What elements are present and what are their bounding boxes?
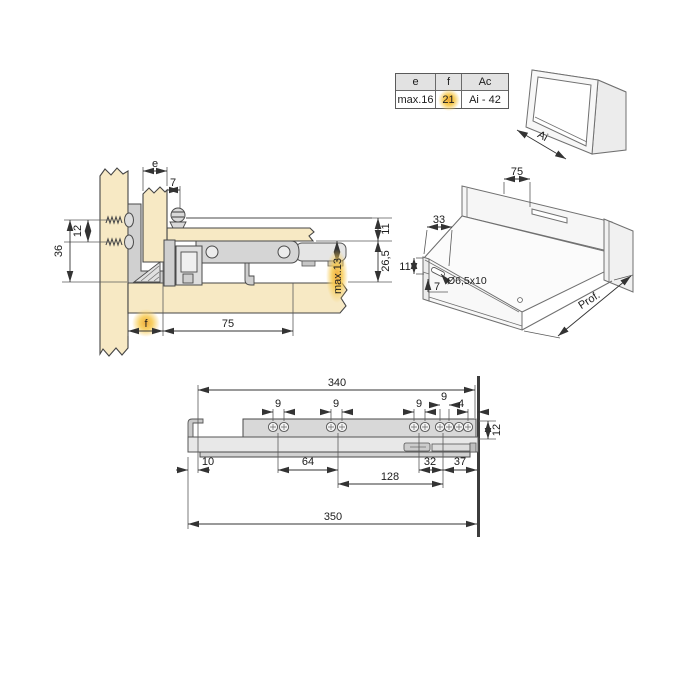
cross-section-drawing: e 7 12 36 11 26,5 max.13 xyxy=(53,158,392,357)
dim-label-slot: Ø6,5x10 xyxy=(447,275,487,287)
dim-label-128: 128 xyxy=(381,471,399,483)
cube-width-dimension-line xyxy=(516,129,567,160)
dim-label-64: 64 xyxy=(302,456,314,468)
spec-value-ac: Ai - 42 xyxy=(469,93,501,106)
dim-label-37: 37 xyxy=(454,456,466,468)
wedge-hatch-line xyxy=(140,265,160,282)
dim-label-32: 32 xyxy=(424,456,436,468)
dim-label-7-offset: 7 xyxy=(170,177,176,189)
dim-label-9: 9 xyxy=(333,398,339,410)
dim-label-26-5: 26,5 xyxy=(380,250,392,271)
adjustment-screw-base xyxy=(169,221,187,229)
slide-side-view-drawing: 9 9 9 9 4 340 12 10 xyxy=(176,376,503,537)
cube-opening xyxy=(532,76,592,147)
cabinet-side-panel xyxy=(99,167,129,357)
dim-label-max13: max.13 xyxy=(332,258,344,294)
screw-thread xyxy=(105,237,123,247)
mounting-holes xyxy=(267,421,474,433)
spec-value-f: 21 xyxy=(436,88,462,111)
dim-label-f: f xyxy=(144,318,148,330)
latch-hook xyxy=(469,442,477,453)
spec-value-e: max.16 xyxy=(396,91,436,108)
interior-left-edge xyxy=(423,215,463,259)
wedge-hatch-line xyxy=(153,276,160,282)
cabinet-cube-drawing: Ai xyxy=(516,69,627,160)
dim-label-33: 33 xyxy=(433,214,445,226)
dim-label-9: 9 xyxy=(441,391,447,403)
front-fixing-latch xyxy=(182,273,194,284)
dim-label-340: 340 xyxy=(328,377,346,389)
pin-hole xyxy=(517,297,523,303)
highlight-max13 xyxy=(326,249,348,303)
release-lever xyxy=(244,262,255,286)
front-rail-bottom-line xyxy=(428,296,523,327)
front-fixing-inner xyxy=(180,251,198,273)
screw-thread xyxy=(105,215,123,225)
front-fixing-plate xyxy=(163,239,176,287)
screw-head xyxy=(124,234,134,250)
roller xyxy=(205,245,219,259)
screw-head xyxy=(124,212,134,228)
dimension-line-prof xyxy=(557,275,632,337)
dim-label-36: 36 xyxy=(53,245,65,257)
dim-label-12-rail: 12 xyxy=(491,424,503,436)
dim-label-11-clearance: 11 xyxy=(380,223,392,234)
dim-label-9: 9 xyxy=(416,398,422,410)
dim-label-75-drawer: 75 xyxy=(511,166,523,178)
drawer-side-panel-right xyxy=(603,218,634,293)
cabinet-bottom-panel xyxy=(127,282,348,314)
dim-label-10: 10 xyxy=(202,456,214,468)
dim-label-e: e xyxy=(152,158,158,170)
hole-pitch-dimensions: 9 9 9 9 4 xyxy=(262,391,489,421)
dim-label-4: 4 xyxy=(458,398,464,410)
rail-bottom-lip xyxy=(199,451,471,458)
dim-label-12-spacing: 12 xyxy=(72,225,84,237)
latch-bar xyxy=(431,443,471,452)
spec-header-ac: Ac xyxy=(462,74,508,91)
cabinet-front-reference-line xyxy=(477,376,480,537)
adjustment-screw xyxy=(170,207,186,223)
slide-mechanism-section xyxy=(163,207,347,287)
dim-label-11-drawer: 11 xyxy=(399,261,410,273)
drawer-bottom-board xyxy=(166,227,315,242)
slot-leader-line xyxy=(440,273,451,285)
dim-label-75-section: 75 xyxy=(222,318,234,330)
highlighted-value: 21 xyxy=(437,88,460,111)
wall-screw-upper xyxy=(105,212,134,228)
roller xyxy=(277,245,291,259)
drawer-3d-drawing: 75 33 11 Ø6,5x10 7 Prof. xyxy=(399,166,634,339)
wedge-hatch-line xyxy=(147,271,160,282)
front-rail-top-thickness xyxy=(424,259,520,313)
spec-table: e f Ac max.16 21 Ai - 42 xyxy=(395,73,509,111)
dim-label-prof: Prof. xyxy=(576,289,602,312)
front-hook-bracket xyxy=(187,418,204,438)
dim-label-9: 9 xyxy=(275,398,281,410)
spec-header-e: e xyxy=(396,74,436,91)
drawer-front-panel xyxy=(142,186,168,263)
front-edge-mark xyxy=(422,271,430,275)
wall-screw-lower xyxy=(105,234,134,250)
back-panel-notch xyxy=(531,208,568,224)
cube-floor-line xyxy=(534,116,588,143)
dim-label-7-drawer: 7 xyxy=(434,281,440,293)
rail-tab xyxy=(301,260,316,267)
dim-label-350: 350 xyxy=(324,511,342,523)
slide-housing xyxy=(195,240,300,264)
